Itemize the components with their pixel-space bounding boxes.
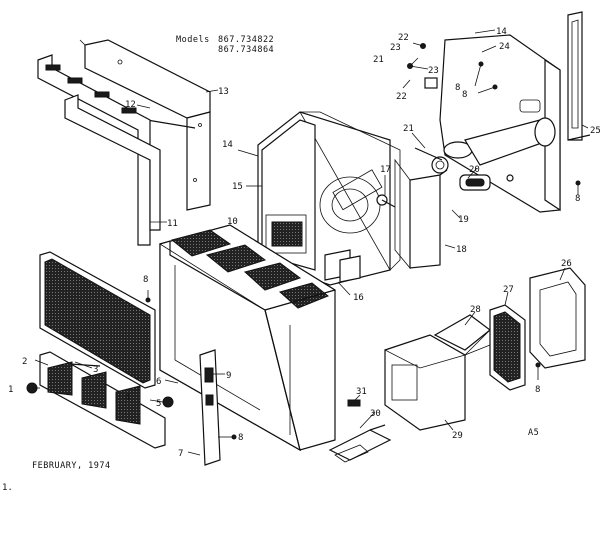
label-part-10: 10 bbox=[227, 217, 238, 227]
date-label: FEBRUARY, 1974 bbox=[32, 461, 111, 471]
sheet-code: A5 bbox=[528, 428, 539, 438]
label-part-28: 28 bbox=[470, 305, 481, 315]
label-part-4: 4 bbox=[125, 393, 130, 403]
label-part-21-mid: 21 bbox=[403, 124, 414, 134]
label-part-8-side: 8 bbox=[575, 194, 580, 204]
label-part-29: 29 bbox=[452, 431, 463, 441]
margin-mark: 1. bbox=[2, 483, 13, 493]
label-part-16: 16 bbox=[353, 293, 364, 303]
label-part-8-cabinet: 8 bbox=[143, 275, 148, 285]
footer: FEBRUARY, 1974 A5 1. bbox=[2, 428, 539, 493]
part-7-control-panel bbox=[199, 349, 221, 466]
label-part-5: 5 bbox=[156, 399, 161, 409]
label-part-8-panel: 8 bbox=[238, 433, 243, 443]
label-part-7: 7 bbox=[178, 449, 183, 459]
label-part-12: 12 bbox=[125, 100, 136, 110]
label-part-9: 9 bbox=[226, 371, 231, 381]
label-part-31: 31 bbox=[356, 387, 367, 397]
models-label: Models bbox=[176, 35, 210, 45]
label-part-14-right: 14 bbox=[496, 27, 507, 37]
label-part-26: 26 bbox=[561, 259, 572, 269]
label-part-14-left: 14 bbox=[222, 140, 233, 150]
label-part-3: 3 bbox=[93, 365, 98, 375]
part-29-heater-box bbox=[383, 314, 491, 431]
model-header: Models 867.734822 867.734864 bbox=[176, 35, 274, 55]
part-11-curtain-strip bbox=[37, 54, 161, 246]
part-30-bracket bbox=[328, 424, 392, 463]
part-27-filter bbox=[489, 304, 526, 391]
part-4-front-grille bbox=[39, 251, 156, 389]
model-number-2: 867.734864 bbox=[218, 45, 274, 55]
label-part-27: 27 bbox=[503, 285, 514, 295]
part-25-side-bracket bbox=[567, 11, 591, 141]
label-part-11: 11 bbox=[167, 219, 178, 229]
model-number-1: 867.734822 bbox=[218, 35, 274, 45]
label-part-20: 20 bbox=[469, 165, 480, 175]
label-part-8-filter: 8 bbox=[535, 385, 540, 395]
label-part-8-rear-b: 8 bbox=[462, 90, 467, 100]
label-part-23-mid: 23 bbox=[428, 66, 439, 76]
part-24-rear-plate bbox=[414, 34, 561, 213]
label-part-18: 18 bbox=[456, 245, 467, 255]
label-part-22-mid: 22 bbox=[396, 92, 407, 102]
label-part-1: 1 bbox=[8, 385, 13, 395]
label-part-19: 19 bbox=[458, 215, 469, 225]
part-13-top-panel bbox=[79, 39, 211, 211]
label-part-13: 13 bbox=[218, 87, 229, 97]
label-part-23-top: 23 bbox=[390, 43, 401, 53]
label-part-6: 6 bbox=[156, 377, 161, 387]
label-part-21-top: 21 bbox=[373, 55, 384, 65]
part-18-side-panel bbox=[394, 158, 448, 270]
label-part-8-rear-a: 8 bbox=[455, 83, 460, 93]
leader-lines bbox=[32, 29, 589, 456]
label-part-2: 2 bbox=[22, 357, 27, 367]
label-part-15: 15 bbox=[232, 182, 243, 192]
part-labels: 1 2 3 4 5 6 7 8 8 9 10 11 12 13 14 14 15… bbox=[8, 27, 601, 459]
part-2-lower-grille bbox=[39, 351, 166, 449]
part-15-blower-housing bbox=[257, 111, 401, 286]
label-part-25: 25 bbox=[590, 126, 601, 136]
label-part-30: 30 bbox=[370, 409, 381, 419]
part-26-filter-frame bbox=[529, 267, 586, 369]
label-part-17: 17 bbox=[380, 165, 391, 175]
label-part-22-top: 22 bbox=[398, 33, 409, 43]
label-part-24: 24 bbox=[499, 42, 510, 52]
